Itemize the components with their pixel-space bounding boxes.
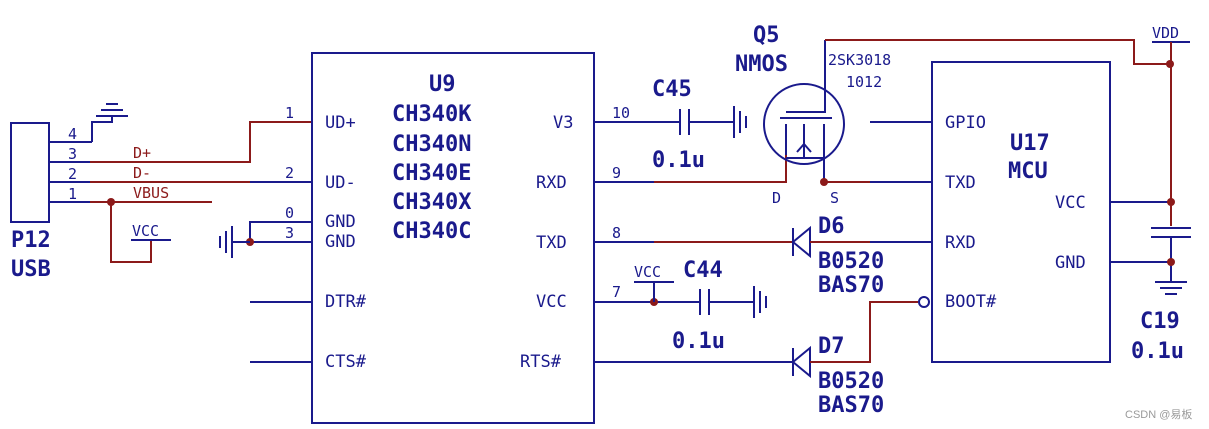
net-gate-vdd bbox=[825, 39, 1170, 65]
net-rxd-drain bbox=[654, 155, 787, 183]
u17-pin-rxd: RXD bbox=[945, 233, 976, 253]
u9-pin-v3: V3 bbox=[553, 113, 573, 133]
usb-pin-1: 1 bbox=[68, 185, 77, 203]
q5-source-label: S bbox=[830, 189, 839, 207]
u9-part-5: CH340C bbox=[392, 219, 471, 244]
u9-part-2: CH340N bbox=[392, 132, 471, 157]
usb-pin-3: 3 bbox=[68, 145, 77, 163]
c19-value: 0.1u bbox=[1131, 339, 1184, 364]
u9-pinnum-9: 9 bbox=[612, 164, 621, 182]
q5-code: 1012 bbox=[846, 73, 882, 91]
q5-part: 2SK3018 bbox=[828, 51, 891, 69]
d6-part2: BAS70 bbox=[818, 273, 884, 298]
u17-pin-txd: TXD bbox=[945, 173, 976, 193]
d7-part1: B0520 bbox=[818, 369, 884, 394]
watermark-text: CSDN @易板 bbox=[1125, 407, 1192, 421]
usb-name: USB bbox=[11, 257, 51, 282]
c44-ref: C44 bbox=[683, 258, 723, 283]
c44-value: 0.1u bbox=[672, 329, 725, 354]
u9-pin-rxd: RXD bbox=[536, 173, 567, 193]
capacitor-c44: VCC C44 0.1u bbox=[594, 258, 767, 354]
net-label-vbus: VBUS bbox=[133, 184, 169, 202]
usb-ref: P12 bbox=[11, 228, 51, 253]
u9-pin-ud-plus: UD+ bbox=[325, 113, 356, 133]
u9-pin-cts: CTS# bbox=[325, 352, 367, 372]
u9-pin-txd: TXD bbox=[536, 233, 567, 253]
u17-pin-boot: BOOT# bbox=[945, 292, 997, 312]
u9-pin-rts: RTS# bbox=[520, 352, 562, 372]
q5-ref: Q5 bbox=[753, 23, 780, 48]
d6-part1: B0520 bbox=[818, 249, 884, 274]
diode-d6: D6 B0520 BAS70 bbox=[594, 214, 932, 298]
d7-ref: D7 bbox=[818, 334, 845, 359]
mosfet-q5: Q5 NMOS 2SK3018 1012 D S bbox=[735, 23, 891, 207]
u9-ref: U9 bbox=[429, 72, 456, 97]
q5-drain-label: D bbox=[772, 189, 781, 207]
q5-type: NMOS bbox=[735, 52, 788, 77]
u9-pinnum-8: 8 bbox=[612, 224, 621, 242]
u9-pinnum-10: 10 bbox=[612, 104, 630, 122]
usb-vcc-label: VCC bbox=[132, 222, 159, 240]
u9-pin-ud-minus: UD- bbox=[325, 173, 356, 193]
u17-name: MCU bbox=[1008, 159, 1048, 184]
c44-vcc-label: VCC bbox=[634, 263, 661, 281]
u9-chip: U9 CH340K CH340N CH340E CH340X CH340C UD… bbox=[250, 52, 630, 424]
diode-d7: D7 B0520 BAS70 bbox=[594, 296, 930, 418]
u9-pinnum-3: 3 bbox=[285, 224, 294, 242]
u9-pinnum-0: 0 bbox=[285, 204, 294, 222]
u17-pin-vcc: VCC bbox=[1055, 193, 1086, 213]
capacitor-c45: C45 0.1u bbox=[594, 77, 747, 173]
d7-part2: BAS70 bbox=[818, 393, 884, 418]
u9-pin-gnd-3: GND bbox=[325, 232, 356, 252]
u9-pin-dtr: DTR# bbox=[325, 292, 367, 312]
u9-part-4: CH340X bbox=[392, 190, 471, 215]
u9-part-1: CH340K bbox=[392, 102, 472, 127]
c45-ref: C45 bbox=[652, 77, 692, 102]
net-vbus-vcc bbox=[110, 202, 152, 263]
vdd-label: VDD bbox=[1152, 24, 1179, 42]
u17-pin-gnd: GND bbox=[1055, 253, 1086, 273]
usb-ground-symbol bbox=[91, 103, 128, 142]
u9-pinnum-1: 1 bbox=[285, 104, 294, 122]
usb-connector: P12 USB 4 3 2 1 bbox=[10, 122, 92, 282]
capacitor-c19: C19 0.1u bbox=[1110, 227, 1191, 364]
u9-ground-symbol bbox=[219, 221, 312, 258]
u9-pin-vcc: VCC bbox=[536, 292, 567, 312]
u9-body bbox=[311, 52, 595, 424]
u17-ref: U17 bbox=[1010, 131, 1050, 156]
u9-part-3: CH340E bbox=[392, 161, 471, 186]
u17-mcu: U17 MCU GPIO TXD RXD BOOT# VCC GND bbox=[931, 61, 1111, 363]
vdd-rail: VDD bbox=[1110, 24, 1190, 226]
u17-body bbox=[931, 61, 1111, 363]
d6-ref: D6 bbox=[818, 214, 845, 239]
u9-pinnum-7: 7 bbox=[612, 283, 621, 301]
u17-pin-gpio: GPIO bbox=[945, 113, 986, 133]
net-label-d-plus: D+ bbox=[133, 144, 151, 162]
c19-ref: C19 bbox=[1140, 309, 1180, 334]
net-label-d-minus: D- bbox=[133, 164, 151, 182]
u9-pinnum-2: 2 bbox=[285, 164, 294, 182]
usb-pin-4: 4 bbox=[68, 125, 77, 143]
c45-value: 0.1u bbox=[652, 148, 705, 173]
net-d-plus bbox=[90, 121, 312, 163]
u9-pin-gnd-0: GND bbox=[325, 212, 356, 232]
usb-connector-body bbox=[10, 122, 50, 223]
usb-pin-2: 2 bbox=[68, 165, 77, 183]
